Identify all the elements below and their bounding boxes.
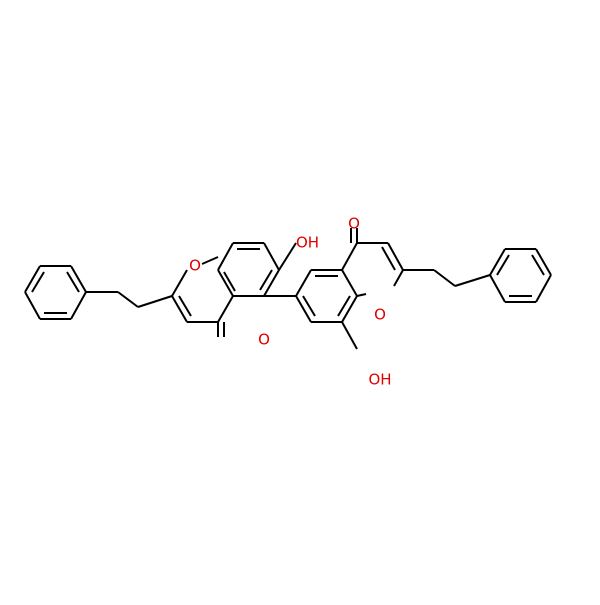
ring-oxygen-label-right: O	[374, 306, 386, 324]
right-chromone	[295, 228, 404, 350]
hydroxyl-label-top: OH	[296, 234, 319, 252]
right-ethyl-linker	[403, 269, 491, 287]
left-phenyl-ring	[24, 265, 87, 320]
right-phenyl-ring	[489, 248, 552, 303]
ring-oxygen-label-left: O	[189, 257, 201, 275]
ketone-label-left: O	[258, 331, 270, 349]
left-ethyl-linker	[86, 291, 173, 308]
ketone-label-top: O	[348, 215, 360, 233]
hydroxyl-label-bottom: OH	[368, 371, 391, 389]
left-chromone	[171, 242, 297, 337]
